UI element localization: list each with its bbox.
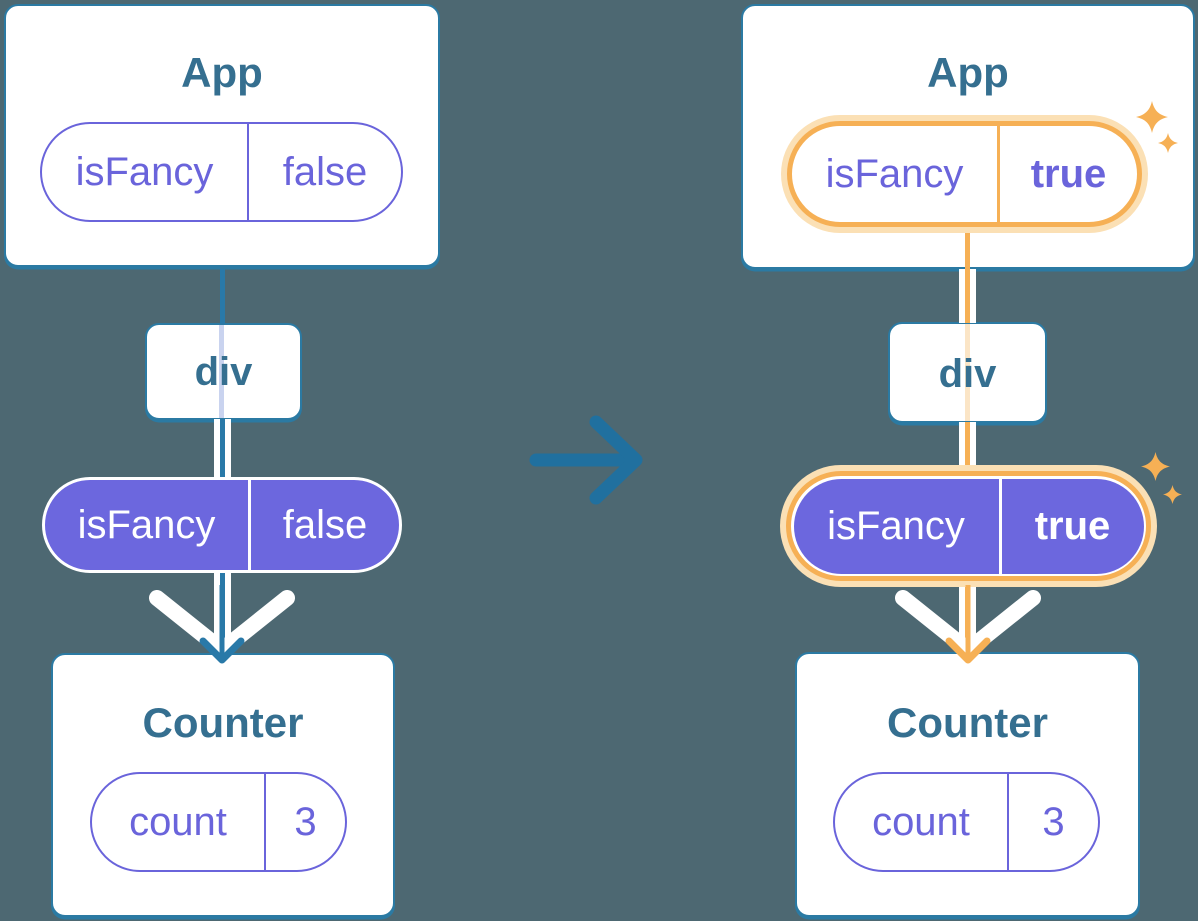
passed-prop-pill-after: isFancy true <box>786 471 1151 581</box>
app-prop-pill-after: isFancy true <box>787 121 1142 227</box>
app-title-after: App <box>927 49 1009 96</box>
prop-flow-shaft-highlight <box>959 422 976 471</box>
prop-value-cell: false <box>247 124 401 220</box>
prop-value-cell: false <box>248 480 399 570</box>
div-title-before: div <box>194 350 253 394</box>
prop-through-line <box>964 324 970 421</box>
state-name-cell: count <box>872 800 970 844</box>
prop-name-cell: isFancy <box>825 152 964 196</box>
passed-prop-pill-before: isFancy false <box>42 477 402 573</box>
counter-state-pill-before: count 3 <box>90 772 347 872</box>
prop-name-cell: isFancy <box>827 504 965 548</box>
right-arrow-icon <box>529 415 643 505</box>
prop-flow-shaft <box>213 419 231 477</box>
prop-flow-line <box>220 269 225 324</box>
prop-value-cell: true <box>998 478 1144 574</box>
sparkle-icon <box>1136 101 1168 133</box>
prop-flow-arrowhead-highlight <box>894 585 1041 664</box>
passed-prop-pill-inner: isFancy true <box>793 478 1144 574</box>
state-value-cell: 3 <box>264 774 345 870</box>
prop-name-cell: isFancy <box>77 503 216 547</box>
counter-title-after: Counter <box>887 699 1048 746</box>
state-name-cell: count <box>129 800 227 844</box>
counter-title-before: Counter <box>142 699 304 746</box>
sparkle-icon <box>1141 452 1170 481</box>
counter-state-pill-after: count 3 <box>833 772 1100 872</box>
state-value-cell: 3 <box>1007 774 1098 870</box>
prop-flow-line-highlight <box>964 231 970 269</box>
app-title-before: App <box>181 49 263 96</box>
prop-value-cell: true <box>997 126 1137 222</box>
prop-through-line <box>219 325 224 418</box>
app-prop-pill-before: isFancy false <box>40 122 403 222</box>
sparkle-icon <box>1163 485 1182 504</box>
prop-flow-arrowhead <box>149 585 295 664</box>
prop-name-cell: isFancy <box>75 150 214 194</box>
sparkle-icon <box>1158 133 1178 153</box>
prop-flow-shaft-highlight <box>959 269 976 323</box>
div-title-after: div <box>938 352 997 396</box>
div-card-before <box>145 323 302 420</box>
